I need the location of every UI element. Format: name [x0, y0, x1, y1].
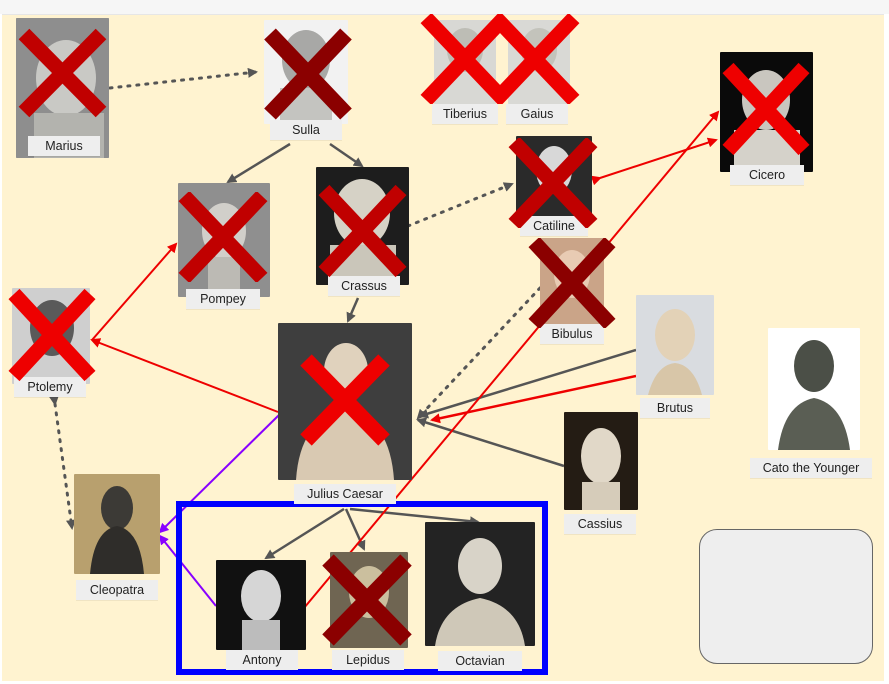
node-label: Antony	[226, 650, 298, 670]
bust-icon	[720, 52, 813, 172]
link-cassius-caesar[interactable]	[416, 417, 565, 468]
bust-icon	[12, 288, 90, 384]
node-label: Cicero	[730, 165, 804, 185]
portrait-gaius	[508, 20, 570, 104]
portrait-brutus	[636, 295, 714, 395]
link-crassus-catiline[interactable]	[406, 182, 514, 228]
bust-icon	[316, 167, 409, 285]
link-caesar-ptolemy[interactable]	[90, 338, 279, 413]
node-label: Octavian	[438, 651, 522, 671]
link-ptolemy-cleopatra[interactable]	[48, 395, 76, 530]
node-label: Gaius	[506, 104, 568, 124]
bust-icon	[540, 238, 604, 328]
bust-icon	[508, 20, 570, 104]
bust-icon	[178, 183, 270, 297]
link-caesar-lepidus[interactable]	[344, 508, 366, 551]
node-label: Catiline	[520, 216, 588, 236]
bust-icon	[768, 328, 860, 450]
node-label: Brutus	[640, 398, 710, 418]
node-label: Cato the Younger	[750, 458, 872, 478]
portrait-antony	[216, 560, 306, 650]
link-marius-sulla[interactable]	[108, 67, 258, 90]
bust-icon	[564, 412, 638, 510]
bust-icon	[216, 560, 306, 650]
node-label: Cassius	[564, 514, 636, 534]
portrait-julius-caesar	[278, 323, 412, 480]
link-brutus-caesar-red[interactable]	[430, 374, 637, 424]
link-antony-cicero[interactable]	[303, 110, 720, 609]
link-brutus-caesar-gray[interactable]	[418, 348, 637, 419]
link-ptolemy-pompey[interactable]	[91, 242, 178, 341]
node-label: Crassus	[328, 276, 400, 296]
triumvirate-group-box[interactable]	[176, 501, 548, 675]
portrait-pompey	[178, 183, 270, 297]
portrait-crassus	[316, 167, 409, 285]
link-sulla-crassus[interactable]	[329, 142, 364, 168]
node-label: Cleopatra	[76, 580, 158, 600]
top-toolbar-strip	[0, 0, 889, 14]
portrait-sulla	[264, 20, 348, 124]
portrait-cleopatra	[74, 474, 160, 574]
node-label: Tiberius	[432, 104, 498, 124]
portrait-catiline	[516, 136, 592, 220]
node-label: Lepidus	[332, 650, 404, 670]
bust-icon	[434, 20, 496, 104]
node-label: Pompey	[186, 289, 260, 309]
link-sulla-pompey[interactable]	[226, 142, 291, 184]
node-label: Julius Caesar	[294, 484, 396, 504]
link-caesar-octavian[interactable]	[349, 507, 480, 527]
portrait-cassius	[564, 412, 638, 510]
node-label: Marius	[28, 136, 100, 156]
portrait-tiberius	[434, 20, 496, 104]
bust-icon	[278, 323, 412, 480]
portrait-lepidus	[330, 552, 408, 648]
bust-icon	[74, 474, 160, 574]
portrait-cato-the-younger	[768, 328, 860, 450]
link-crassus-caesar[interactable]	[346, 297, 360, 323]
portrait-octavian	[425, 522, 535, 646]
link-antony-cleopatra[interactable]	[158, 534, 217, 607]
bust-icon	[516, 136, 592, 220]
link-caesar-antony[interactable]	[264, 507, 345, 560]
bust-icon	[636, 295, 714, 395]
bust-icon	[264, 20, 348, 124]
portrait-ptolemy	[12, 288, 90, 384]
bust-icon	[330, 552, 408, 648]
empty-note-card[interactable]	[699, 529, 873, 664]
node-label: Sulla	[270, 120, 342, 140]
link-catiline-cicero[interactable]	[590, 137, 718, 186]
node-label: Bibulus	[540, 324, 604, 344]
portrait-cicero	[720, 52, 813, 172]
node-label: Ptolemy	[14, 377, 86, 397]
bust-icon	[425, 522, 535, 646]
link-bibulus-caesar[interactable]	[416, 286, 542, 420]
portrait-bibulus	[540, 238, 604, 328]
